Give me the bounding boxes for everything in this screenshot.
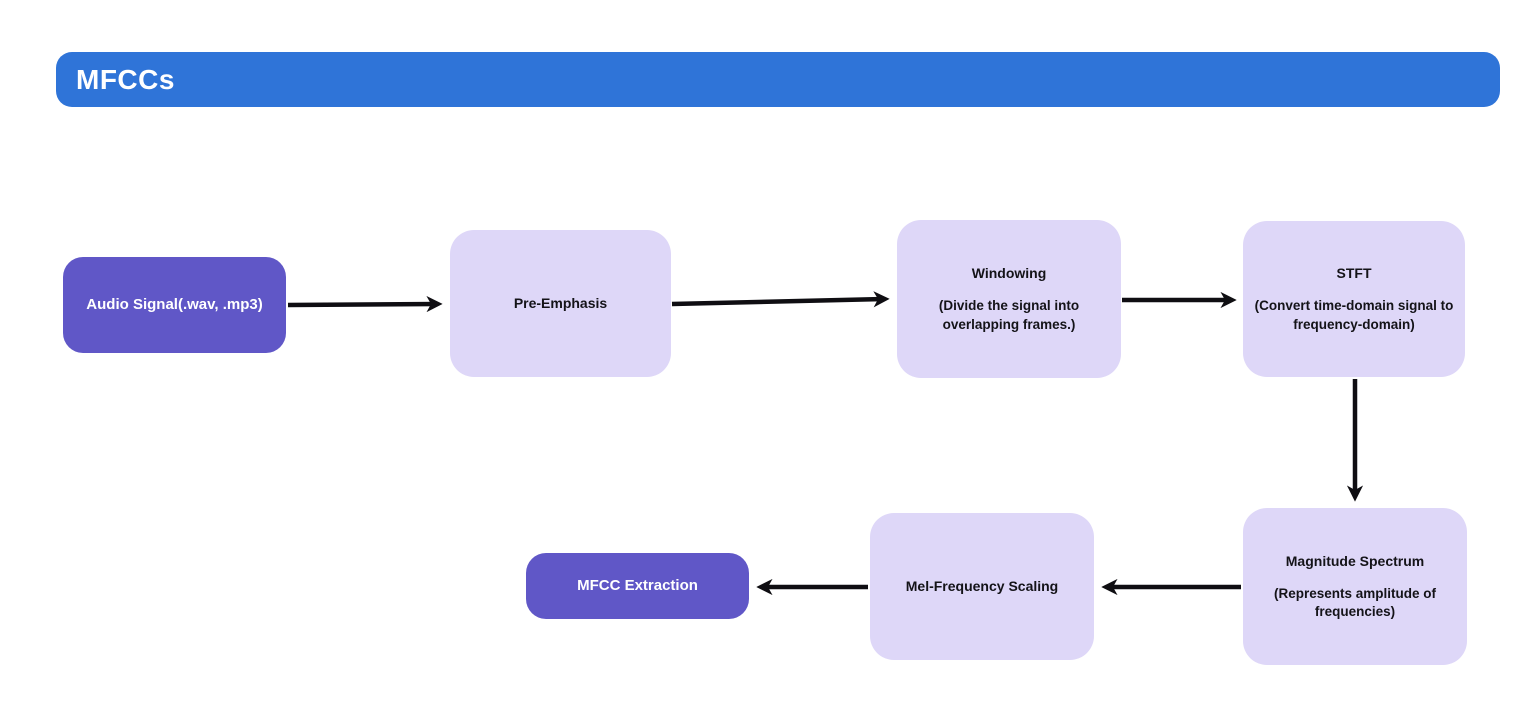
node-magnitude-spectrum-label: Magnitude Spectrum: [1285, 552, 1425, 569]
diagram-header-bar: MFCCs: [56, 52, 1500, 107]
node-audio-signal-label: Audio Signal(.wav, .mp3): [86, 296, 263, 314]
node-windowing-label: Windowing: [971, 265, 1047, 282]
node-stft-description: (Convert time-domain signal to frequency…: [1254, 298, 1454, 332]
node-stft: STFT (Convert time-domain signal to freq…: [1243, 221, 1465, 377]
arrow-preemphasis-to-windowing: [671, 291, 890, 308]
arrow-audio-to-preemphasis: [287, 295, 443, 313]
node-pre-emphasis-label: Pre-Emphasis: [513, 295, 608, 312]
node-mfcc-extraction-label: MFCC Extraction: [577, 577, 698, 595]
node-magnitude-spectrum-description: (Represents amplitude of frequencies): [1273, 585, 1437, 620]
node-pre-emphasis: Pre-Emphasis: [450, 230, 671, 377]
page-title: MFCCs: [76, 63, 175, 95]
node-magnitude-spectrum: Magnitude Spectrum (Represents amplitude…: [1243, 508, 1467, 665]
node-mel-frequency-scaling: Mel-Frequency Scaling: [870, 513, 1094, 660]
node-mel-frequency-scaling-label: Mel-Frequency Scaling: [905, 578, 1059, 595]
node-windowing: Windowing (Divide the signal into overla…: [897, 220, 1121, 378]
node-audio-signal: Audio Signal(.wav, .mp3): [63, 257, 286, 353]
node-mfcc-extraction: MFCC Extraction: [526, 553, 749, 619]
node-windowing-description: (Divide the signal into overlapping fram…: [938, 298, 1080, 332]
node-stft-label: STFT: [1336, 265, 1372, 282]
